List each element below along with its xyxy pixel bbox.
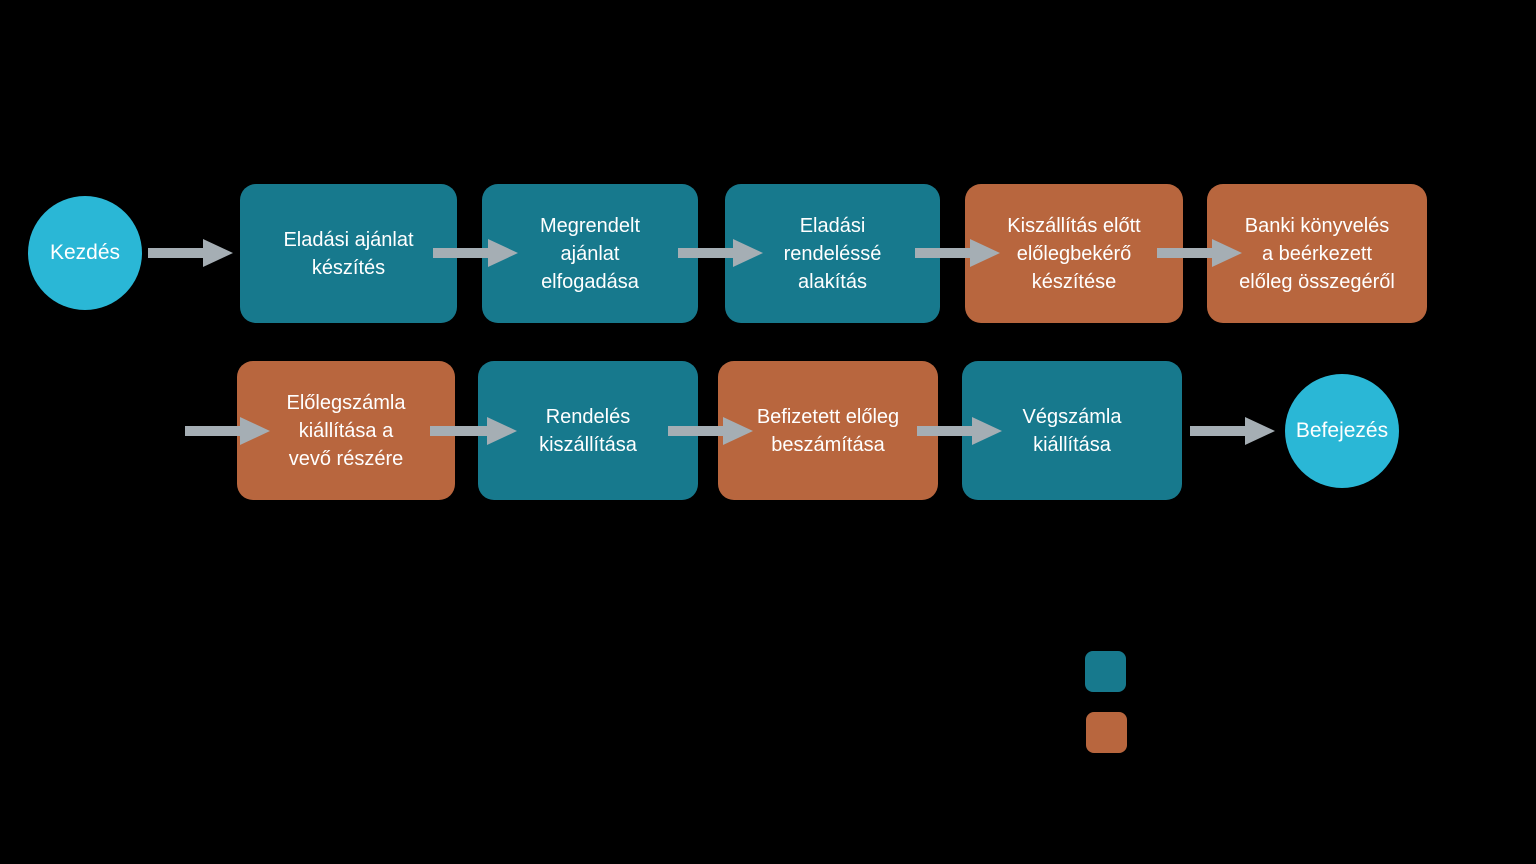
arrow-shaft [917, 426, 972, 436]
arrow-shaft [668, 426, 723, 436]
step-befizetett-eloleg-beszamitasa: Befizetett előleg beszámítása [718, 361, 938, 500]
arrow-right-icon [917, 417, 1002, 445]
legend-teal-swatch [1085, 651, 1126, 692]
arrow-head-icon [1245, 417, 1275, 445]
arrow-head-icon [203, 239, 233, 267]
step-elolegszamla-kiallitasa: Előlegszámla kiállítása a vevő részére [237, 361, 455, 500]
arrow-head-icon [972, 417, 1002, 445]
arrow-right-icon [148, 239, 233, 267]
arrow-head-icon [970, 239, 1000, 267]
step-vegszamla-kiallitasa: Végszámla kiállítása [962, 361, 1182, 500]
arrow-head-icon [723, 417, 753, 445]
arrow-shaft [678, 248, 733, 258]
arrow-right-icon [1190, 417, 1275, 445]
arrow-shaft [433, 248, 488, 258]
legend-orange-swatch [1086, 712, 1127, 753]
arrow-head-icon [1212, 239, 1242, 267]
arrow-shaft [1157, 248, 1212, 258]
arrow-right-icon [915, 239, 1000, 267]
arrow-right-icon [185, 417, 270, 445]
arrow-right-icon [668, 417, 753, 445]
arrow-right-icon [678, 239, 763, 267]
arrow-right-icon [433, 239, 518, 267]
arrow-shaft [148, 248, 203, 258]
arrow-shaft [1190, 426, 1245, 436]
end-node: Befejezés [1285, 374, 1399, 488]
step-banki-konyveles: Banki könyvelés a beérkezett előleg össz… [1207, 184, 1427, 323]
arrow-head-icon [733, 239, 763, 267]
step-eladasi-ajanlat-keszites: Eladási ajánlat készítés [240, 184, 457, 323]
arrow-head-icon [488, 239, 518, 267]
step-kiszallitas-elott-elolegbekero: Kiszállítás előtt előlegbekérő készítése [965, 184, 1183, 323]
arrow-shaft [915, 248, 970, 258]
step-megrendelt-ajanlat-elfogadasa: Megrendelt ajánlat elfogadása [482, 184, 698, 323]
arrow-head-icon [487, 417, 517, 445]
arrow-shaft [185, 426, 240, 436]
arrow-shaft [430, 426, 487, 436]
arrow-head-icon [240, 417, 270, 445]
arrow-right-icon [430, 417, 517, 445]
arrow-right-icon [1157, 239, 1242, 267]
start-node: Kezdés [28, 196, 142, 310]
